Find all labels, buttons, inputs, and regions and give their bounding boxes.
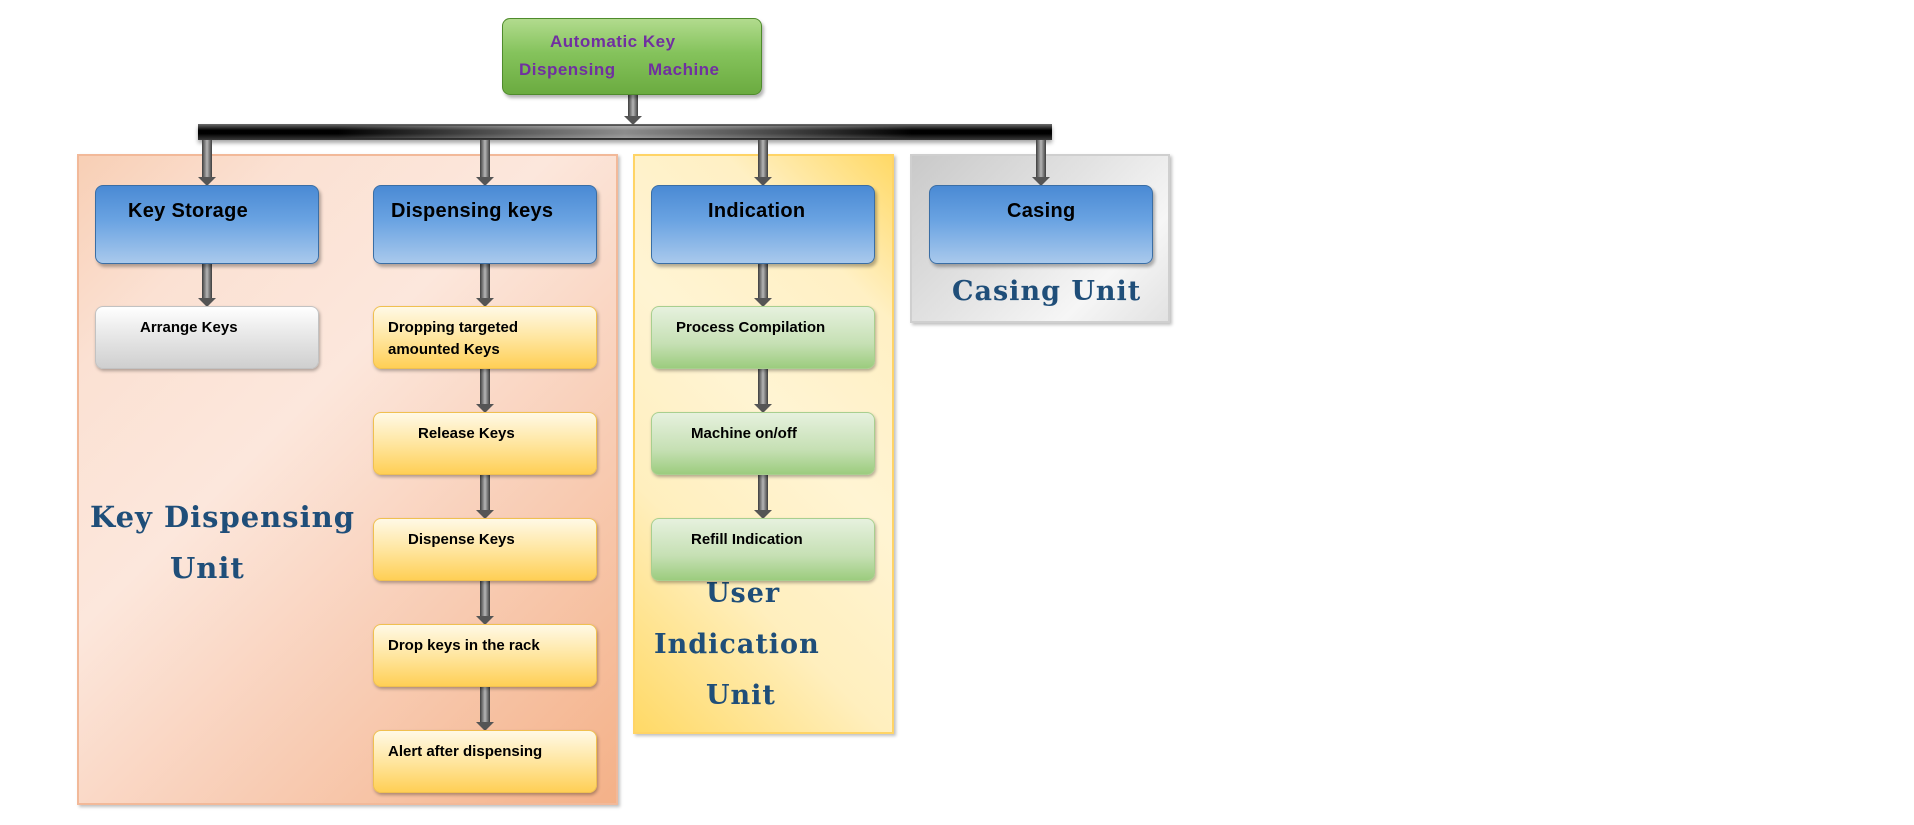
connector-bar (198, 124, 1052, 140)
category-indication-label: Indication (708, 200, 806, 222)
step-machine-on-off: Machine on/off (651, 412, 875, 475)
arrow-bar-to-casing (1032, 140, 1050, 186)
step-arrange-keys-label: Arrange Keys (140, 319, 238, 336)
category-casing-label: Casing (1007, 200, 1076, 222)
arrow-key-storage-to-arrange-keys (198, 263, 216, 307)
step-dispense-keys-label: Dispense Keys (408, 531, 515, 548)
category-casing: Casing (929, 185, 1153, 264)
arrow-bar-to-dispensing-keys (476, 140, 494, 186)
step-arrange-keys: Arrange Keys (95, 306, 319, 369)
step-alert-after-dispensing: Alert after dispensing (373, 730, 597, 793)
root-automatic-key-dispensing-machine: Automatic Key Dispensing Machine (502, 18, 762, 95)
user-indication-unit-label-line2: Indication (654, 629, 820, 660)
arrow-dropping-to-release (476, 369, 494, 413)
root-title-line2-b: Machine (648, 60, 720, 79)
step-alert-after-dispensing-label: Alert after dispensing (388, 743, 543, 760)
step-machine-on-off-label: Machine on/off (691, 425, 797, 442)
category-key-storage-label: Key Storage (128, 200, 249, 222)
step-drop-keys-in-rack: Drop keys in the rack (373, 624, 597, 687)
arrow-dispensing-keys-to-dropping (476, 263, 494, 307)
step-dropping-line2: amounted Keys (388, 341, 500, 358)
step-refill-indication-label: Refill Indication (691, 531, 803, 548)
arrow-root-to-bar (624, 95, 642, 125)
arrow-bar-to-indication (754, 140, 772, 186)
step-process-compilation: Process Compilation (651, 306, 875, 369)
arrow-dispense-to-drop-rack (476, 581, 494, 625)
arrow-machine-on-off-to-refill-indication (754, 475, 772, 519)
arrow-bar-to-key-storage (198, 140, 216, 186)
key-dispensing-unit-label-line1: Key Dispensing (90, 500, 355, 534)
step-process-compilation-label: Process Compilation (676, 319, 826, 336)
step-release-keys-label: Release Keys (418, 425, 515, 442)
root-title-line1: Automatic Key (550, 32, 676, 51)
category-dispensing-keys-label: Dispensing keys (391, 200, 554, 222)
category-key-storage: Key Storage (95, 185, 319, 264)
step-drop-keys-in-rack-label: Drop keys in the rack (388, 637, 540, 654)
step-dispense-keys: Dispense Keys (373, 518, 597, 581)
casing-unit-label: Casing Unit (952, 276, 1142, 307)
key-dispensing-unit-label-line2: Unit (170, 551, 245, 585)
step-refill-indication: Refill Indication (651, 518, 875, 581)
arrow-drop-rack-to-alert (476, 687, 494, 731)
step-dropping-targeted-keys: Dropping targeted amounted Keys (373, 306, 597, 369)
arrow-indication-to-process-compilation (754, 263, 772, 307)
step-release-keys: Release Keys (373, 412, 597, 475)
user-indication-unit-label-line1: User (706, 578, 781, 609)
arrow-release-to-dispense (476, 475, 494, 519)
root-title-line2-a: Dispensing (519, 60, 616, 79)
category-dispensing-keys: Dispensing keys (373, 185, 597, 264)
arrow-process-compilation-to-machine-on-off (754, 369, 772, 413)
step-dropping-line1: Dropping targeted (388, 319, 518, 336)
category-indication: Indication (651, 185, 875, 264)
user-indication-unit-label-line3: Unit (706, 680, 776, 711)
